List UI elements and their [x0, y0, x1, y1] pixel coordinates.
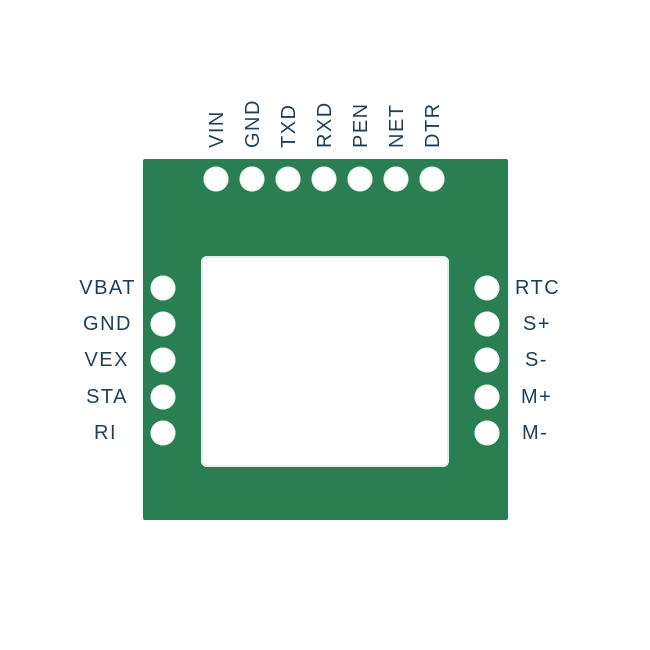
- pad-right-s-plus: [474, 311, 500, 337]
- pin-label-sta: STA: [86, 386, 128, 408]
- pin-label-txd: TXD: [278, 103, 300, 149]
- pad-top-vin: [203, 166, 229, 192]
- pin-label-rxd: RXD: [314, 101, 336, 148]
- pin-label-gnd-left: GND: [83, 313, 132, 335]
- pin-label-m-plus: M+: [521, 386, 553, 408]
- pad-left-sta: [150, 384, 176, 410]
- pad-top-rxd: [311, 166, 337, 192]
- pin-label-s-plus: S+: [523, 313, 552, 335]
- pin-label-net: NET: [386, 103, 408, 149]
- pad-right-rtc: [474, 275, 500, 301]
- pad-top-dtr: [419, 166, 445, 192]
- pad-left-gnd: [150, 311, 176, 337]
- module-chip: [201, 256, 449, 467]
- pad-left-vex: [150, 347, 176, 373]
- pad-right-m-plus: [474, 384, 500, 410]
- pad-left-vbat: [150, 275, 176, 301]
- pin-label-gnd-top: GND: [242, 99, 264, 148]
- pin-label-vex: VEX: [84, 349, 129, 371]
- pad-top-net: [383, 166, 409, 192]
- pin-label-m-minus: M-: [522, 422, 549, 444]
- pad-left-ri: [150, 420, 176, 446]
- pad-top-gnd: [239, 166, 265, 192]
- pin-label-dtr: DTR: [422, 102, 444, 148]
- pin-label-s-minus: S-: [525, 349, 548, 371]
- pin-label-rtc: RTC: [515, 277, 561, 299]
- pin-label-ri: RI: [94, 422, 117, 444]
- pin-label-vin: VIN: [206, 110, 228, 148]
- pad-right-s-minus: [474, 347, 500, 373]
- pin-label-vbat: VBAT: [79, 277, 136, 299]
- pad-top-pen: [347, 166, 373, 192]
- pad-right-m-minus: [474, 420, 500, 446]
- pin-label-pen: PEN: [350, 102, 372, 148]
- pad-top-txd: [275, 166, 301, 192]
